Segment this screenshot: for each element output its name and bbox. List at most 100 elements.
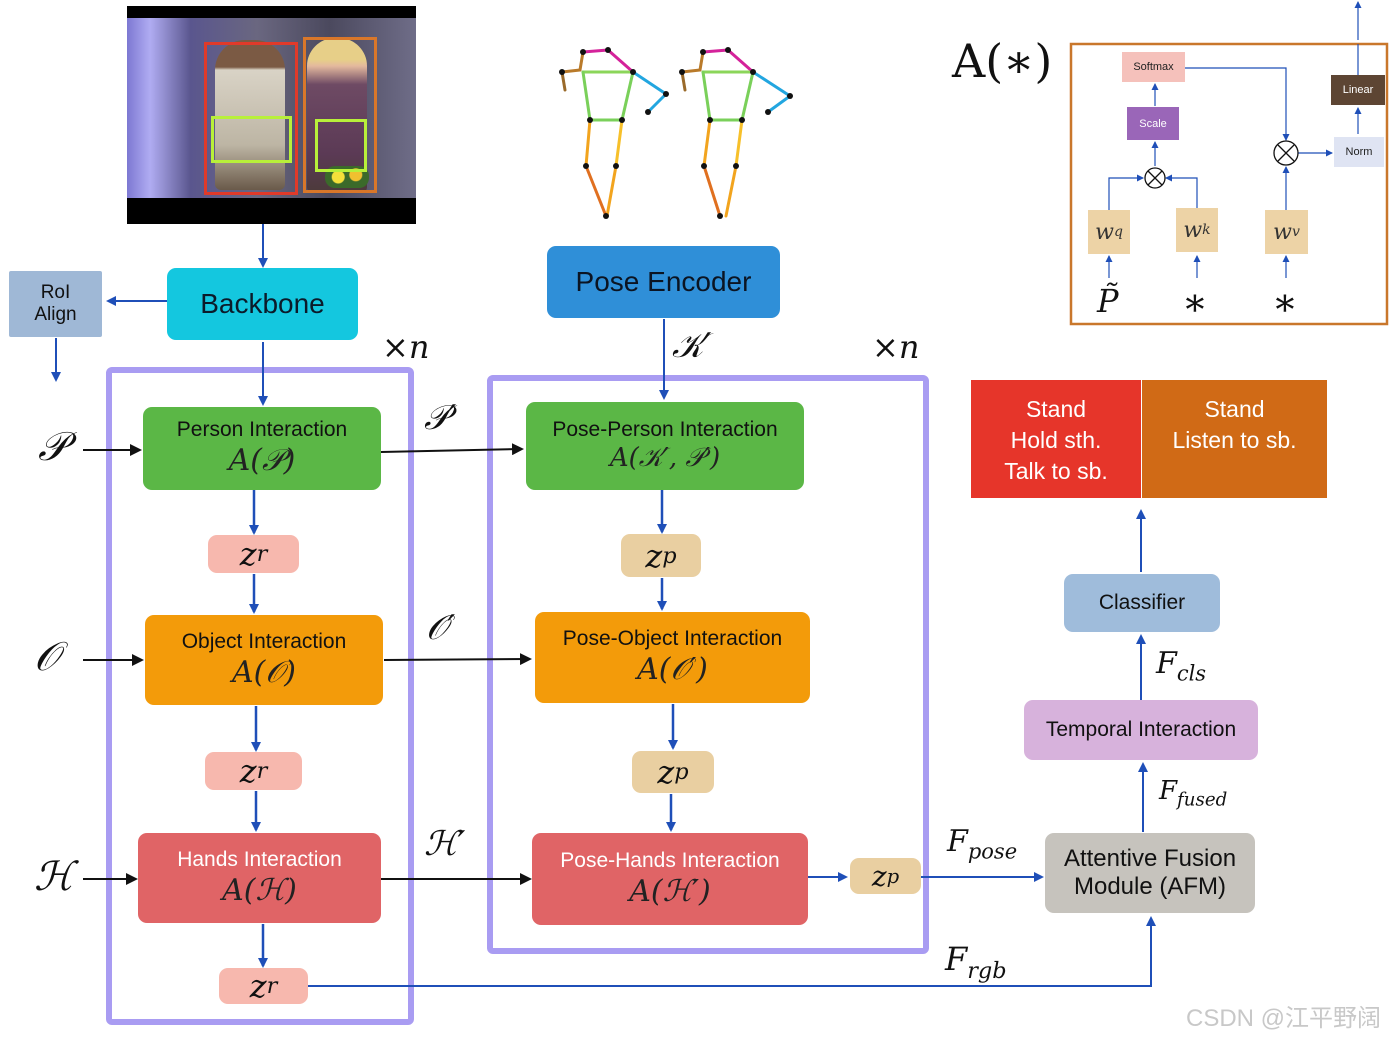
- hands-interaction-title: Hands Interaction: [177, 847, 342, 871]
- output-labels-right-text: Stand Listen to sb.: [1172, 396, 1297, 454]
- output-labels-left: Stand Hold sth. Talk to sb.: [971, 380, 1141, 498]
- scale-label: Scale: [1139, 117, 1167, 130]
- weight-wq-sub: q: [1113, 224, 1123, 240]
- token-zr-3-main: z: [249, 967, 267, 1005]
- label-f-cls-sub: cls: [1176, 661, 1207, 686]
- classifier-block: Classifier: [1064, 574, 1220, 632]
- weight-wv-sub: v: [1291, 224, 1300, 240]
- token-zp-1-main: z: [645, 536, 663, 575]
- attention-input-v: ∗: [1272, 280, 1298, 324]
- label-f-cls: Fcls: [1156, 646, 1206, 685]
- weight-wv-main: w: [1273, 219, 1292, 245]
- label-o-prime: 𝒪′: [426, 608, 456, 648]
- pose-hands-interaction-title: Pose-Hands Interaction: [560, 848, 780, 872]
- attention-module-title: A(∗): [952, 34, 1053, 88]
- token-zp-2-sub: p: [674, 759, 689, 785]
- object-interaction-title: Object Interaction: [181, 629, 347, 653]
- video-scene: [127, 18, 416, 198]
- label-f-pose-sub: pose: [967, 839, 1018, 864]
- attention-module-frame: [1069, 42, 1389, 326]
- pose-encoder-label: Pose Encoder: [575, 265, 752, 297]
- person-bbox-left: [204, 42, 298, 195]
- input-person-symbol: 𝒫: [38, 424, 67, 470]
- hands-bbox-right: [315, 119, 367, 172]
- token-zp-3-sub: p: [886, 864, 900, 888]
- linear-label: Linear: [1342, 84, 1374, 96]
- softmax-block: Softmax: [1122, 52, 1185, 82]
- backbone-label: Backbone: [200, 287, 325, 319]
- norm-label: Norm: [1345, 146, 1373, 158]
- attention-input-q: P̃: [1097, 282, 1119, 320]
- pose-encoder-block: Pose Encoder: [547, 246, 780, 318]
- hands-interaction-block: Hands Interaction A(ℋ): [138, 833, 381, 923]
- norm-block: Norm: [1334, 137, 1384, 167]
- softmax-label: Softmax: [1133, 61, 1174, 73]
- label-f-rgb: Frgb: [945, 940, 1007, 984]
- label-f-cls-main: F: [1156, 646, 1177, 681]
- token-zr-3-sub: r: [266, 973, 278, 999]
- label-f-pose: Fpose: [947, 824, 1017, 863]
- token-zr-1-sub: r: [256, 541, 268, 567]
- input-object-symbol: 𝒪: [34, 634, 60, 680]
- temporal-interaction-label: Temporal Interaction: [1045, 717, 1237, 741]
- label-f-pose-main: F: [947, 824, 968, 859]
- person-branch-frame: [106, 367, 414, 1025]
- label-f-rgb-sub: rgb: [967, 957, 1007, 984]
- token-zp-1-sub: p: [662, 542, 677, 569]
- roi-align-label: RoI Align: [34, 282, 77, 325]
- object-interaction-fn: A(𝒪): [232, 654, 296, 690]
- input-video-frame: [127, 6, 416, 224]
- label-k-prime: 𝒦′: [672, 326, 712, 366]
- label-f-fused: Ffused: [1159, 776, 1227, 810]
- backbone-block: Backbone: [167, 268, 358, 340]
- pose-person-interaction-block: Pose-Person Interaction A(𝒦′, 𝒫′): [526, 402, 804, 490]
- pose-hands-interaction-fn: A(ℋ′): [629, 873, 711, 909]
- token-zr-2-main: z: [239, 752, 257, 790]
- pose-object-interaction-fn: A(𝒪′): [637, 652, 708, 688]
- label-h-prime: ℋ′: [424, 824, 466, 864]
- pose-object-interaction-block: Pose-Object Interaction A(𝒪′): [535, 612, 810, 703]
- pose-person-interaction-title: Pose-Person Interaction: [552, 417, 778, 441]
- label-p-prime: 𝒫′: [424, 398, 457, 438]
- afm-label: Attentive Fusion Module (AFM): [1063, 845, 1237, 900]
- output-labels-left-text: Stand Hold sth. Talk to sb.: [1004, 396, 1108, 485]
- person-interaction-block: Person Interaction A(𝒫): [143, 407, 381, 490]
- weight-wk-main: w: [1183, 217, 1203, 243]
- repeat-label-right: ×n: [872, 328, 920, 366]
- pose-hands-interaction-block: Pose-Hands Interaction A(ℋ′): [532, 833, 808, 925]
- person-interaction-title: Person Interaction: [176, 418, 348, 442]
- pose-branch-frame: [487, 375, 929, 954]
- watermark: CSDN @江平野阔: [1186, 1005, 1382, 1032]
- person-figure-left: [215, 40, 285, 190]
- label-f-rgb-main: F: [945, 940, 968, 978]
- hands-interaction-fn: A(ℋ): [222, 872, 297, 908]
- object-interaction-block: Object Interaction A(𝒪): [145, 615, 383, 705]
- person-bbox-right: [303, 37, 377, 193]
- output-labels-right: Stand Listen to sb.: [1142, 380, 1327, 498]
- pose-person-interaction-fn: A(𝒦′, 𝒫′): [609, 443, 721, 474]
- token-zp-2-main: z: [657, 753, 675, 791]
- weight-wq-main: w: [1095, 219, 1114, 245]
- pose-object-interaction-title: Pose-Object Interaction: [562, 627, 783, 651]
- weight-wk-sub: k: [1202, 222, 1211, 238]
- hands-bbox-left: [211, 116, 292, 163]
- roi-align-block: RoI Align: [9, 271, 102, 337]
- temporal-interaction-block: Temporal Interaction: [1024, 700, 1258, 760]
- label-f-fused-sub: fused: [1177, 789, 1228, 811]
- input-hands-symbol: ℋ: [34, 854, 74, 900]
- token-zr-1-main: z: [239, 535, 257, 573]
- label-f-fused-main: F: [1159, 776, 1178, 806]
- scale-block: Scale: [1127, 107, 1179, 140]
- token-zr-2-sub: r: [256, 758, 268, 784]
- repeat-label-left: ×n: [382, 328, 430, 366]
- linear-block: Linear: [1331, 75, 1385, 105]
